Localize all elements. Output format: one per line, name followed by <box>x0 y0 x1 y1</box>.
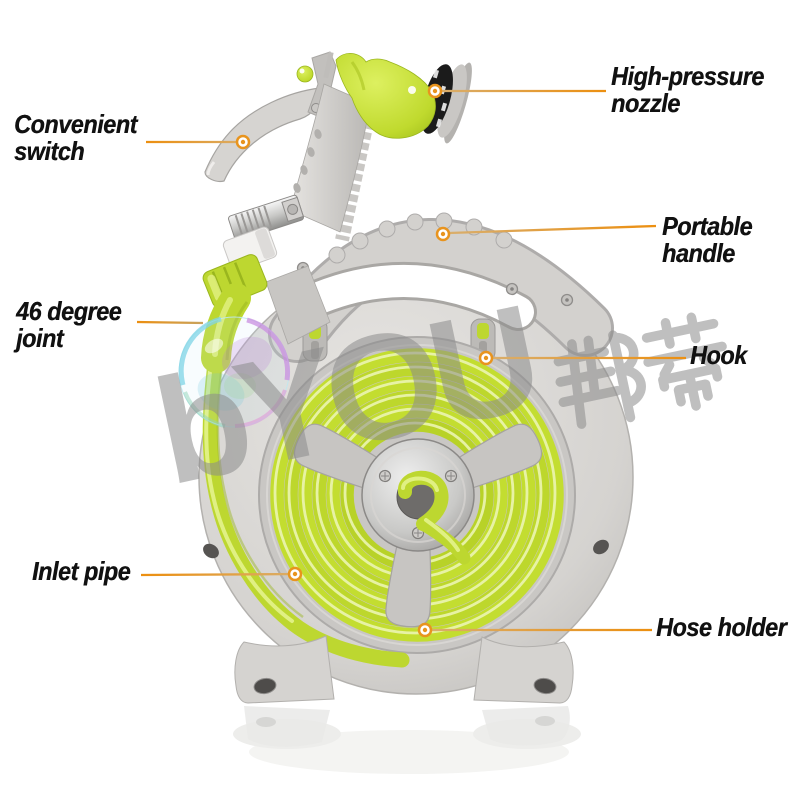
label-line: switch <box>14 136 85 166</box>
annotation-ring-markers <box>235 83 494 638</box>
label-line: joint <box>16 323 64 353</box>
carry-handle <box>268 212 614 363</box>
rim-screw-hole-right <box>593 539 609 555</box>
watermark-cjk <box>553 312 727 429</box>
label-line: 46 degree <box>16 296 122 326</box>
gun-lower-mount <box>265 265 331 345</box>
trigger <box>204 87 321 183</box>
label-line: Convenient <box>14 109 137 139</box>
stand-feet <box>234 635 574 704</box>
ring-marker-handle <box>435 226 451 242</box>
hose-clamp <box>228 194 304 242</box>
foot-right-hole <box>533 677 557 695</box>
rim-screw-hole-left <box>203 543 219 559</box>
lock-pin <box>323 51 334 79</box>
nozzle-head <box>335 53 472 144</box>
foot-left <box>234 635 335 704</box>
hose-reel <box>198 212 634 704</box>
annotation-leaders <box>136 89 686 632</box>
ring-marker-holder <box>417 622 433 638</box>
label-line: Portable <box>662 211 753 241</box>
foot-left-hole <box>253 677 277 695</box>
label-hook: Hook <box>690 342 747 369</box>
flow-knob <box>296 65 314 83</box>
label-high-pressure-nozzle: High-pressure nozzle <box>611 63 764 117</box>
trigger-lock <box>307 51 337 119</box>
foot-right <box>473 636 574 704</box>
label-inlet-pipe: Inlet pipe <box>32 556 131 586</box>
label-convenient-switch: Convenient switch <box>14 111 137 165</box>
label-line: handle <box>662 238 735 268</box>
handle-grip-scallops <box>328 212 513 264</box>
leader-inlet-pipe <box>140 572 302 577</box>
hose-end-loop <box>398 470 471 565</box>
hub-screws <box>378 469 458 540</box>
floor-reflection <box>233 706 581 774</box>
leader-portable-handle <box>448 224 657 235</box>
crank-spinner <box>293 423 543 628</box>
label-line: Hook <box>690 340 747 370</box>
label-46-degree-joint: 46 degree joint <box>16 296 122 353</box>
ring-marker-hook <box>478 350 494 366</box>
label-hose-holder: Hose holder <box>656 612 787 642</box>
ring-marker-switch <box>235 134 251 150</box>
nozzle-face-rim <box>437 64 467 138</box>
spray-gun <box>201 51 472 373</box>
label-line: High-pressure <box>611 61 764 91</box>
label-line: Inlet pipe <box>32 556 131 586</box>
ring-marker-nozzle <box>427 83 443 99</box>
label-line: nozzle <box>611 88 680 118</box>
label-portable-handle: Portable handle <box>662 213 752 267</box>
bubble-decoration <box>178 316 291 428</box>
handle-grip-hole <box>296 264 534 328</box>
label-line: Hose holder <box>656 612 787 642</box>
ring-marker-inlet <box>287 566 303 582</box>
leader-46-degree-joint <box>136 320 204 325</box>
nozzle-highlight <box>408 86 416 94</box>
